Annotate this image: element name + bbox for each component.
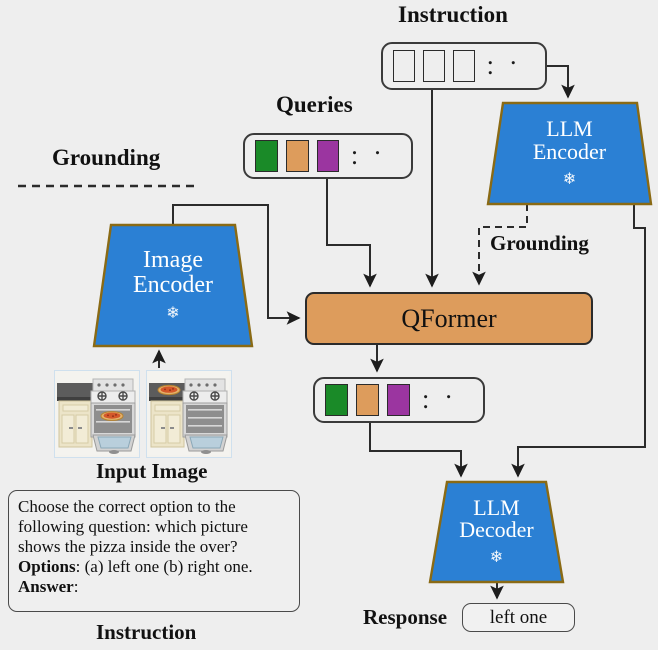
label-grounding-left: Grounding: [52, 145, 161, 170]
instruction-token-ellipsis: . . .: [487, 41, 522, 80]
instruction-token: [453, 50, 476, 82]
prompt-options-line: Options: (a) left one (b) right one.: [18, 557, 290, 577]
prompt-question-line1: Choose the correct option to the: [18, 497, 236, 516]
label-input-image: Input Image: [96, 459, 208, 483]
module-qformer[interactable]: QFormer: [305, 292, 593, 345]
query-token-orange: [285, 140, 309, 172]
label-instruction-bottom: Instruction: [96, 620, 197, 644]
llm-decoder-shape: [428, 480, 565, 584]
input-image-right[interactable]: [146, 370, 232, 458]
prompt-answer-line: Answer:: [18, 577, 290, 597]
output-token-orange: [356, 384, 380, 416]
instruction-prompt-card[interactable]: Choose the correct option to the followi…: [8, 490, 300, 612]
prompt-options-text: : (a) left one (b) right one.: [75, 556, 253, 576]
query-token-strip[interactable]: . . .: [243, 133, 413, 179]
instruction-token: [393, 50, 416, 82]
label-grounding-right: Grounding: [490, 231, 589, 255]
module-llm-encoder[interactable]: LLM Encoder ❄: [486, 101, 653, 206]
label-queries: Queries: [276, 92, 353, 117]
prompt-question-line3: shows the pizza inside the over?: [18, 536, 238, 556]
instruction-token-strip[interactable]: . . .: [381, 42, 547, 90]
wire-instruction-to-llm-encoder: [547, 65, 575, 99]
prompt-answer-text: :: [73, 576, 79, 596]
wire-queries-to-qformer: [326, 179, 377, 288]
image-encoder-shape: [92, 223, 254, 348]
input-image-pair: [54, 370, 232, 458]
input-image-left[interactable]: [54, 370, 140, 458]
module-llm-decoder[interactable]: LLM Decoder ❄: [428, 480, 565, 584]
query-token-green: [255, 140, 278, 172]
output-token-green: [325, 384, 349, 416]
instruction-token: [423, 50, 446, 82]
module-image-encoder[interactable]: Image Encoder ❄: [92, 223, 254, 348]
prompt-question-line2: following question: which picture: [18, 516, 248, 536]
response-box[interactable]: left one: [462, 603, 575, 632]
prompt-answer-label: Answer: [18, 576, 74, 596]
llm-encoder-shape: [486, 101, 653, 206]
stove-illustration-pizza-on-top: [147, 371, 229, 455]
output-token-ellipsis: . . .: [422, 375, 457, 414]
stove-illustration-pizza-inside: [55, 371, 137, 455]
query-token-purple: [316, 140, 340, 172]
label-instruction-top: Instruction: [398, 2, 508, 27]
output-token-purple: [387, 384, 411, 416]
query-token-ellipsis: . . .: [351, 131, 386, 170]
prompt-options-label: Options: [18, 556, 76, 576]
qformer-output-token-strip[interactable]: . . .: [313, 377, 485, 423]
label-response: Response: [363, 605, 448, 629]
wire-output-tokens-to-llm-decoder: [369, 423, 468, 478]
